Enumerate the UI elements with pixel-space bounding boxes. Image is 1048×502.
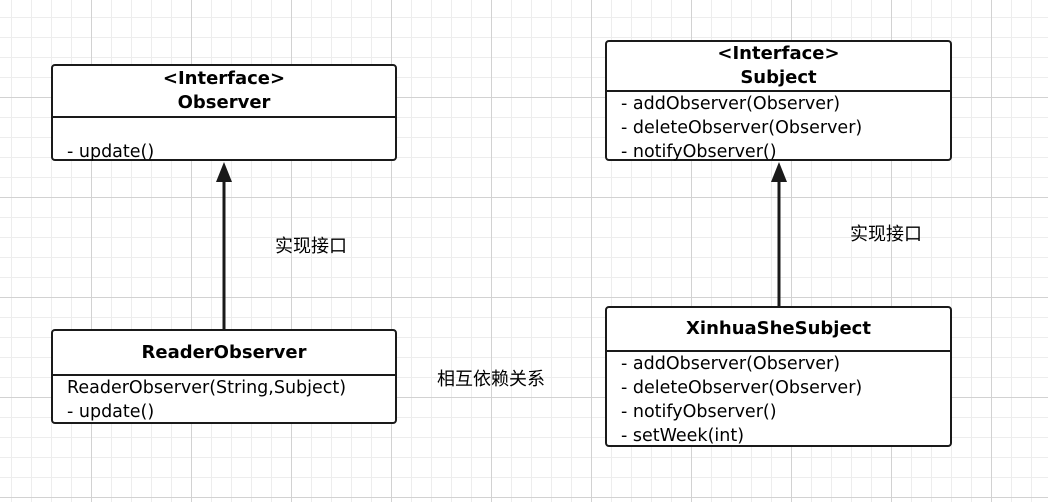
reader-observer-class-name: ReaderObserver — [141, 341, 307, 363]
observer-method-list: - update() — [53, 118, 395, 164]
observer-class-name: Observer — [177, 92, 271, 113]
subject-method: - deleteObserver(Observer) — [621, 118, 863, 138]
realization-arrow-left — [216, 162, 232, 330]
subject-method: - notifyObserver() — [621, 142, 777, 162]
observer-method: - update() — [67, 142, 155, 162]
realization-arrow-right — [771, 162, 787, 307]
implements-interface-label-left: 实现接口 — [275, 236, 347, 257]
observer-interface-class[interactable]: <Interface> Observer - update() — [51, 64, 397, 164]
subject-method: - addObserver(Observer) — [621, 94, 841, 114]
subject-stereotype: <Interface> — [717, 43, 840, 64]
xinhua-subject-class-header: XinhuaSheSubject — [607, 308, 950, 352]
reader-observer-class[interactable]: ReaderObserver ReaderObserver(String,Sub… — [51, 329, 397, 424]
implements-interface-label-right: 实现接口 — [850, 224, 922, 245]
xinhua-subject-method: - addObserver(Observer) — [621, 354, 841, 374]
reader-observer-method-list: ReaderObserver(String,Subject) - update(… — [53, 376, 395, 424]
xinhua-subject-method: - deleteObserver(Observer) — [621, 378, 863, 398]
xinhua-subject-method: - notifyObserver() — [621, 402, 777, 422]
xinhua-subject-method-list: - addObserver(Observer) - deleteObserver… — [607, 352, 950, 448]
subject-method-list: - addObserver(Observer) - deleteObserver… — [607, 92, 950, 164]
xinhua-subject-class[interactable]: XinhuaSheSubject - addObserver(Observer)… — [605, 306, 952, 447]
observer-class-header: <Interface> Observer — [53, 66, 395, 118]
xinhua-subject-method: - setWeek(int) — [621, 426, 745, 446]
observer-stereotype: <Interface> — [162, 68, 286, 89]
xinhua-subject-class-name: XinhuaSheSubject — [686, 318, 871, 339]
reader-observer-class-header: ReaderObserver — [53, 331, 395, 376]
subject-class-header: <Interface> Subject — [607, 42, 950, 92]
reader-observer-method: - update() — [67, 402, 155, 422]
reader-observer-method: ReaderObserver(String,Subject) — [67, 378, 347, 398]
subject-interface-class[interactable]: <Interface> Subject - addObserver(Observ… — [605, 40, 952, 164]
mutual-dependency-label: 相互依赖关系 — [437, 369, 545, 390]
subject-class-name: Subject — [740, 67, 817, 88]
